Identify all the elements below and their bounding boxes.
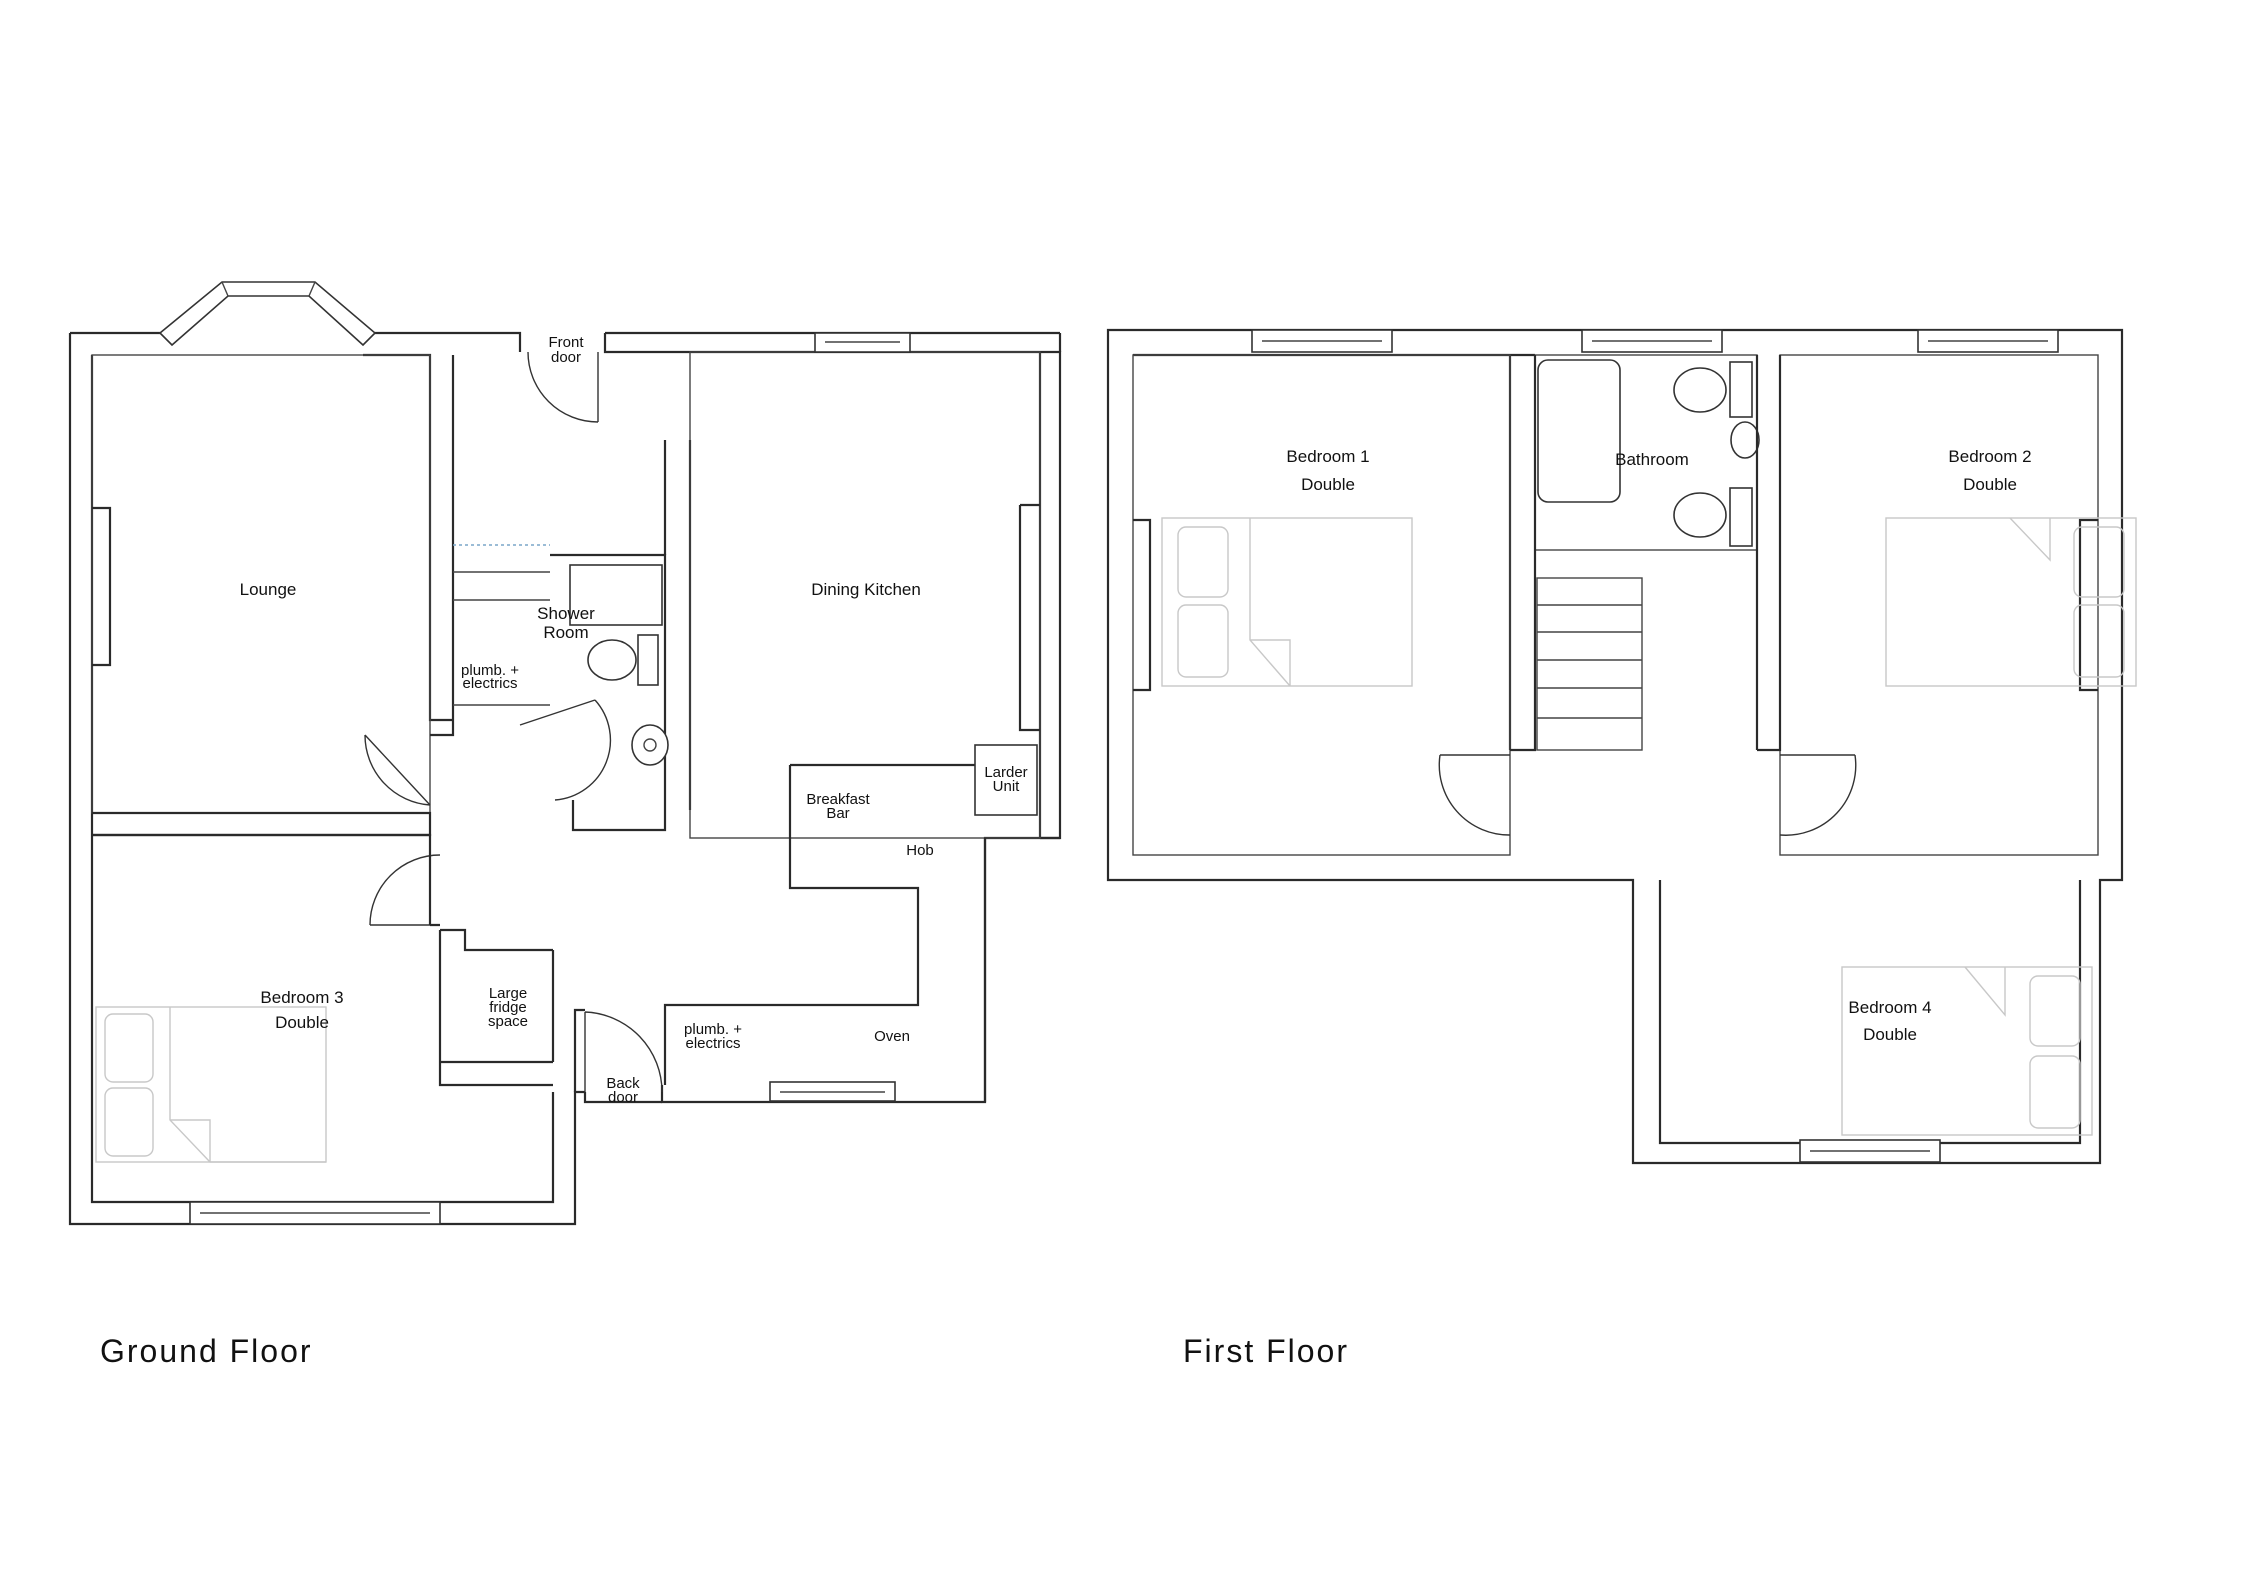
bedroom-3-label: Bedroom 3 <box>260 988 343 1007</box>
shower-tray <box>569 564 663 626</box>
bed-bedroom-2 <box>1885 517 2137 687</box>
fridge-space-label-2: fridge <box>489 999 527 1016</box>
hob-label: Hob <box>906 842 934 859</box>
shower-room-label-2: Room <box>543 623 588 642</box>
back-door-swing <box>584 1011 663 1093</box>
bed-bedroom-4 <box>1841 966 2093 1136</box>
bathroom-label: Bathroom <box>1615 450 1689 469</box>
larder-unit-label: Larder <box>984 764 1027 781</box>
bedroom-4-label-2: Double <box>1863 1025 1917 1044</box>
front-door-label-2: door <box>551 349 581 366</box>
fridge-space-label: Large <box>489 985 527 1002</box>
larder-unit-box <box>974 744 1038 816</box>
first-floor-plan <box>1106 328 2137 1165</box>
larder-unit-label-2: Unit <box>993 778 1021 795</box>
oven-label: Oven <box>874 1028 910 1045</box>
first-floor-title: First Floor <box>1183 1333 1349 1369</box>
kitchen-plumb-electrics-label: plumb. + <box>684 1021 742 1038</box>
toilet-bowl <box>587 639 637 681</box>
ground-floor-title: Ground Floor <box>100 1333 313 1369</box>
front-door-swing <box>527 351 599 423</box>
bedroom-3-label-2: Double <box>275 1013 329 1032</box>
shower-room-label: Shower <box>537 604 595 623</box>
toilet-cistern <box>637 634 659 686</box>
plumb-electrics-label-2: electrics <box>462 675 517 692</box>
ground-floor-plan <box>68 281 1062 1226</box>
bedroom-2-label-2: Double <box>1963 475 2017 494</box>
bedroom-2-label: Bedroom 2 <box>1948 447 2031 466</box>
bath-tub <box>1537 359 1621 503</box>
breakfast-bar-label: Breakfast <box>806 791 870 808</box>
back-door-label: Back <box>606 1075 640 1092</box>
back-door-label-2: door <box>608 1089 638 1106</box>
plumb-electrics-label: plumb. + <box>461 662 519 679</box>
breakfast-bar-counter <box>663 763 975 1085</box>
bedroom-1-label: Bedroom 1 <box>1286 447 1369 466</box>
bedroom-4-label: Bedroom 4 <box>1848 998 1931 1017</box>
kitchen-plumb-electrics-label-2: electrics <box>685 1035 740 1052</box>
breakfast-bar-label-2: Bar <box>826 805 849 822</box>
bedroom-1-label-2: Double <box>1301 475 1355 494</box>
front-door-label: Front <box>548 334 584 351</box>
fridge-space-label-3: space <box>488 1013 528 1030</box>
bay-window <box>158 281 377 347</box>
basin <box>631 724 669 766</box>
dining-kitchen-label: Dining Kitchen <box>811 580 921 599</box>
bed-bedroom-1 <box>1161 517 1413 687</box>
lounge-label: Lounge <box>240 580 297 599</box>
